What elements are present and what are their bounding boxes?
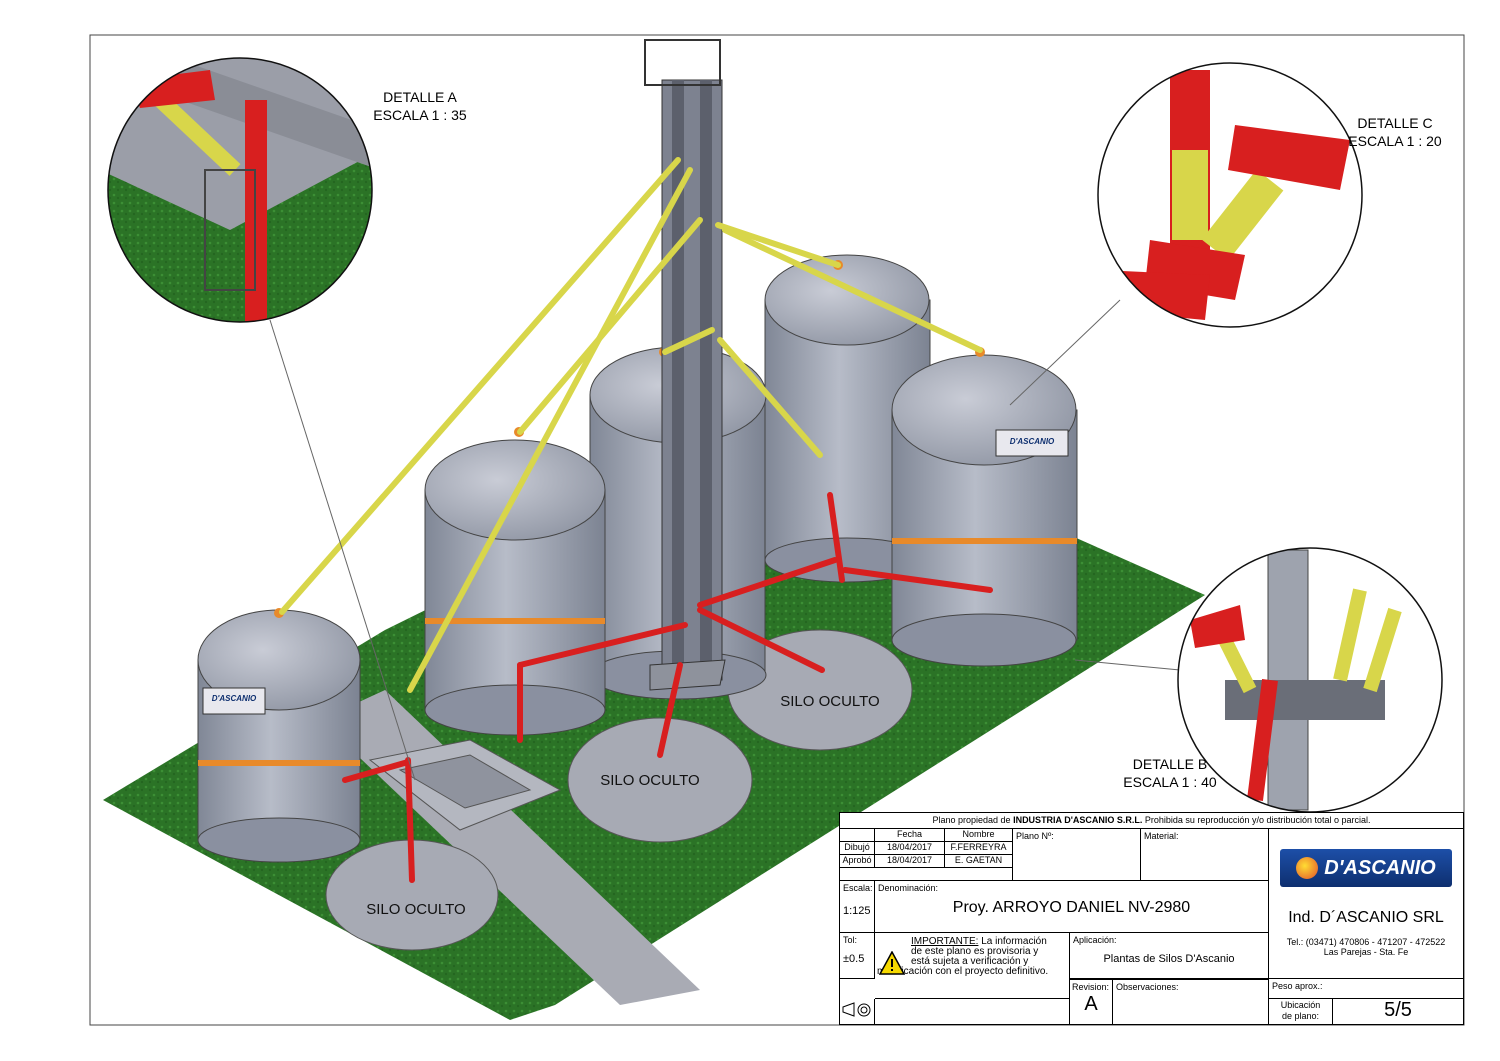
material-field: Material:: [1141, 829, 1269, 881]
detail-b-scale: ESCALA 1 : 40: [1123, 774, 1217, 790]
silo-front-right: [891, 347, 1078, 667]
tol-cell: Tol: ±0.5: [840, 933, 875, 979]
company-phone: Tel.: (03471) 470806 - 471207 - 472522: [1286, 937, 1446, 947]
blank-row: [840, 868, 1013, 881]
silo-front-left-small: [197, 608, 361, 863]
tol-value: ±0.5: [843, 953, 865, 965]
aprobo-name: E. GAETAN: [945, 855, 1013, 868]
blank-bottom: [875, 999, 1070, 1024]
plano-no-field: Plano Nº:: [1013, 829, 1141, 881]
escala-value: 1:125: [843, 905, 871, 917]
dibujo-date: 18/04/2017: [875, 842, 945, 855]
col-nombre: Nombre: [945, 829, 1013, 842]
detail-c-view: [1098, 63, 1362, 327]
ubicacion-cell: Ubicación de plano:: [1269, 999, 1333, 1024]
detail-b-view: [1178, 548, 1442, 812]
brand-plate: D'ASCANIO: [1009, 437, 1055, 446]
sheet-number: 5/5: [1384, 999, 1412, 1021]
sheet-border: [89, 34, 1465, 1026]
company-logo: D'ASCANIO: [1280, 849, 1452, 887]
denominacion-value: Proy. ARROYO DANIEL NV-2980: [952, 899, 1191, 916]
detail-b-title: DETALLE B: [1132, 756, 1208, 772]
projection-symbol-icon: [842, 1002, 871, 1017]
important-heading: IMPORTANTE:: [911, 936, 979, 947]
dibujo-label: Dibujó: [840, 842, 875, 855]
hidden-silo-label: SILO OCULTO: [780, 693, 880, 710]
brand-plate: D'ASCANIO: [211, 694, 257, 703]
detail-c-label: DETALLE C ESCALA 1 : 20: [1335, 114, 1455, 150]
revision-value: A: [1084, 993, 1098, 1015]
dibujo-name: F.FERREYRA: [945, 842, 1013, 855]
leader-line-a: [269, 319, 416, 781]
detail-b-label: DETALLE B ESCALA 1 : 40: [1110, 755, 1230, 791]
detail-a-title: DETALLE A: [383, 89, 457, 105]
denominacion-cell: Denominación: Proy. ARROYO DANIEL NV-298…: [875, 881, 1269, 933]
hidden-silo-label: SILO OCULTO: [366, 901, 466, 918]
silo-left-large: [424, 427, 606, 736]
revision-cell: Revision: A: [1070, 979, 1113, 1024]
detail-a-view: [108, 58, 372, 322]
logo-swoosh-icon: [1296, 857, 1319, 879]
hidden-silo-label: SILO OCULTO: [600, 772, 700, 789]
aplicacion-value: Plantas de Silos D'Ascanio: [1103, 953, 1235, 965]
ownership-notice: Plano propiedad de INDUSTRIA D'ASCANIO S…: [840, 813, 1463, 829]
yellow-distribution-pipes: [279, 157, 983, 693]
peso-cell: Peso aprox.:: [1269, 979, 1463, 999]
company-name: Ind. D´ASCANIO SRL: [1288, 909, 1444, 926]
leader-line-b: [1074, 659, 1181, 671]
detail-a-circle: [107, 57, 373, 323]
aprobo-label: Aprobó: [840, 855, 875, 868]
red-conveyor-pipes: [342, 492, 993, 883]
observaciones-cell: Observaciones:: [1113, 979, 1269, 1024]
blank-cell: [840, 829, 875, 842]
detail-c-title: DETALLE C: [1357, 115, 1433, 131]
detail-c-scale: ESCALA 1 : 20: [1348, 133, 1442, 149]
aprobo-date: 18/04/2017: [875, 855, 945, 868]
leader-line-c: [1009, 299, 1121, 406]
company-panel: [1269, 829, 1463, 979]
col-fecha: Fecha: [875, 829, 945, 842]
title-block: Plano propiedad de INDUSTRIA D'ASCANIO S…: [839, 812, 1464, 1025]
hidden-silo-pad: [567, 717, 753, 843]
aplicacion-cell: Aplicación: Plantas de Silos D'Ascanio: [1070, 933, 1269, 979]
detail-a-scale: ESCALA 1 : 35: [373, 107, 467, 123]
company-location: Las Parejas - Sta. Fe: [1323, 947, 1409, 957]
bucket-elevator-tower: [644, 39, 726, 691]
escala-cell: Escala: 1:125: [840, 881, 875, 933]
important-notice: IMPORTANTE: La información de este plano…: [875, 933, 1070, 999]
detail-c-circle: [1097, 62, 1363, 328]
detail-a-label: DETALLE A ESCALA 1 : 35: [360, 88, 480, 124]
warning-icon: [879, 951, 905, 975]
projection-symbol-cell: [840, 999, 875, 1024]
